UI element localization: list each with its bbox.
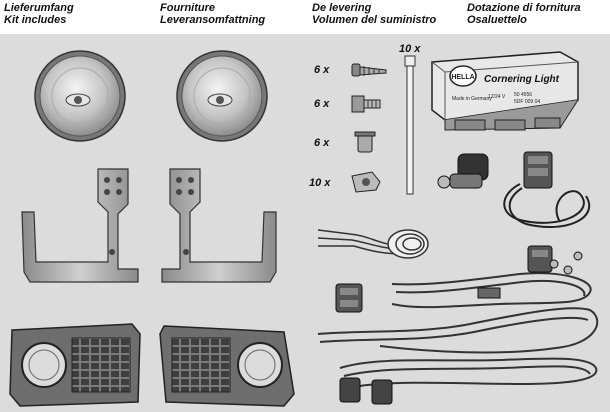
module-code-2: 5DF 009 04 xyxy=(514,99,540,105)
parts-illustration-panel: HELLA Cornering Light Made in Germany 12… xyxy=(0,34,610,412)
header-row: Lieferumfang Kit includes Fourniture Lev… xyxy=(0,0,610,34)
coiled-wire-harness-middle xyxy=(317,229,429,259)
screw-icon xyxy=(351,63,387,77)
mounting-bracket-right xyxy=(161,168,277,283)
bumper-grille-right xyxy=(159,325,295,407)
module-brand: HELLA xyxy=(451,74,474,81)
lamp-socket-icon xyxy=(437,153,489,189)
header-line: De levering xyxy=(312,2,372,14)
control-module: HELLA Cornering Light Made in Germany 12… xyxy=(431,51,579,131)
header-line: Osaluettelo xyxy=(467,14,527,26)
long-wire-harness xyxy=(317,272,599,387)
header-line: Leveransomfattning xyxy=(160,14,266,26)
connector-icon xyxy=(523,151,553,189)
qty-bolts: 6 x xyxy=(314,98,330,110)
header-col-nl-es: De levering Volumen del suministro xyxy=(312,2,436,26)
module-made-in: Made in Germany xyxy=(452,96,492,102)
short-wire-harness xyxy=(503,183,591,228)
fog-lamp-right xyxy=(176,50,268,142)
bumper-grille-left xyxy=(9,323,141,407)
qty-cable-ties: 10 x xyxy=(399,43,421,55)
header-col-fr-sv: Fourniture Leveransomfattning xyxy=(160,2,265,26)
module-rating: 12/24 V xyxy=(488,94,506,100)
header-line: Kit includes xyxy=(4,14,67,26)
nut-icon xyxy=(354,131,376,153)
clip-icon xyxy=(351,171,381,193)
qty-clips: 10 x xyxy=(309,177,331,189)
harness-connectors xyxy=(335,245,583,405)
mounting-bracket-left xyxy=(21,168,139,283)
cable-tie-icon xyxy=(404,55,416,195)
module-code-1: 50 4556 xyxy=(514,92,532,98)
header-col-it-fi: Dotazione di fornitura Osaluettelo xyxy=(467,2,581,26)
parts-drawing: HELLA Cornering Light Made in Germany 12… xyxy=(9,50,599,407)
header-line: Dotazione di fornitura xyxy=(467,2,581,14)
qty-nuts: 6 x xyxy=(314,137,330,149)
qty-screws: 6 x xyxy=(314,64,330,76)
header-line: Lieferumfang xyxy=(4,2,74,14)
module-label: Cornering Light xyxy=(484,74,560,85)
header-line: Volumen del suministro xyxy=(312,14,437,26)
fog-lamp-left xyxy=(34,50,126,142)
bolt-icon xyxy=(351,95,381,113)
header-col-de-en: Lieferumfang Kit includes xyxy=(4,2,74,26)
header-line: Fourniture xyxy=(160,2,215,14)
